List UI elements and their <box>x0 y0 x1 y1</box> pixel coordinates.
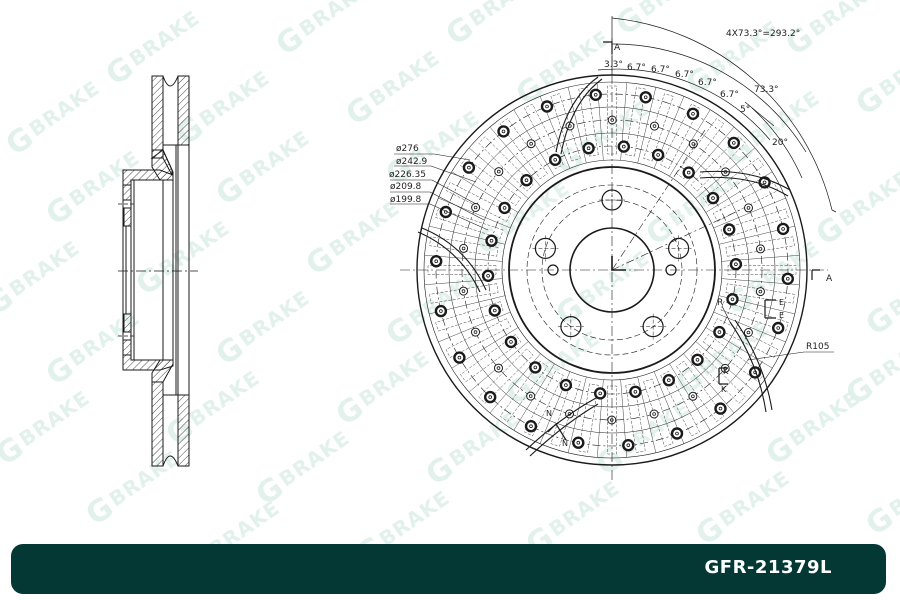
drill-hole <box>484 390 497 404</box>
angle-step-3: 6.7° <box>675 70 694 80</box>
drill-hole <box>430 255 443 268</box>
angle-step-5: 6.7° <box>720 90 739 100</box>
front-view <box>390 16 837 480</box>
drill-hole <box>524 420 538 433</box>
drill-hole <box>485 234 498 247</box>
angle-step-1: 6.7° <box>627 63 646 73</box>
drill-hole <box>670 427 684 440</box>
side-section-view <box>118 75 198 467</box>
drill-hole <box>755 287 765 297</box>
drill-hole <box>723 223 736 236</box>
drill-hole <box>589 88 602 102</box>
drill-hole <box>526 139 536 149</box>
angle-step-4: 6.7° <box>698 78 717 88</box>
drill-hole <box>776 222 790 236</box>
drill-hole <box>494 167 504 177</box>
r-label: R <box>717 298 723 308</box>
drill-hole <box>459 243 469 253</box>
detail-e-1: E <box>779 298 784 307</box>
drill-hole <box>540 100 554 113</box>
angle-step-0: 3.3° <box>604 60 623 70</box>
drill-hole <box>748 366 762 379</box>
drill-hole <box>462 161 476 174</box>
drill-hole <box>582 141 595 155</box>
curved-slots <box>417 76 791 457</box>
radius-label: R105 <box>806 342 829 352</box>
drill-hole <box>650 121 659 131</box>
angle-segment: 73.3° <box>754 85 779 95</box>
drill-hole <box>727 136 740 150</box>
drill-hole <box>629 385 642 398</box>
drill-hole <box>726 293 739 306</box>
drill-hole <box>651 148 665 162</box>
detail-n-1: N <box>546 409 552 418</box>
drill-hole <box>744 203 753 213</box>
drill-hole <box>662 374 675 387</box>
diameter-209-8: ø209.8 <box>390 182 422 192</box>
drill-hole <box>622 439 635 452</box>
footer-bar: GFR-21379L <box>11 544 886 594</box>
drill-hole <box>682 166 695 179</box>
angle-slot: 20° <box>772 138 788 148</box>
drill-hole <box>649 409 659 419</box>
drill-hole <box>781 272 794 285</box>
drill-hole <box>481 269 495 282</box>
dimension-labels: ø276 ø242.9 ø226.35 ø209.8 ø199.8 4X73.3… <box>389 29 833 448</box>
detail-e-2: E <box>779 311 784 320</box>
diameter-276: ø276 <box>396 144 419 154</box>
drill-hole <box>504 335 518 349</box>
drill-hole <box>772 321 785 335</box>
section-a-right: A <box>826 274 833 284</box>
drill-hole <box>639 91 652 104</box>
diameter-199-8: ø199.8 <box>390 195 422 205</box>
detail-k-2: K <box>721 385 727 394</box>
drill-hole <box>713 325 726 339</box>
drill-hole <box>439 205 452 219</box>
drill-hole <box>494 363 503 373</box>
drill-hole <box>520 173 533 187</box>
drill-hole <box>688 391 698 401</box>
drill-hole <box>488 304 501 317</box>
drill-hole <box>453 351 466 364</box>
drill-hole <box>594 387 607 400</box>
drill-hole <box>617 140 630 153</box>
drill-hole <box>471 203 481 212</box>
drill-hole <box>714 402 727 415</box>
drill-hole <box>706 191 720 205</box>
drill-hole <box>498 201 511 215</box>
drill-hole <box>743 328 753 337</box>
drill-hole <box>729 258 743 271</box>
drill-hole <box>756 244 765 254</box>
angle-step-6: 5° <box>740 105 750 115</box>
drill-hole <box>686 107 700 121</box>
drill-hole <box>559 378 573 392</box>
angle-step-2: 6.7° <box>651 65 670 75</box>
drill-hole <box>471 327 480 337</box>
angle-total: 4X73.3°=293.2° <box>726 29 800 39</box>
diameter-226-35: ø226.35 <box>389 170 426 180</box>
part-number: GFR-21379L <box>704 557 832 578</box>
drill-hole <box>497 125 510 138</box>
drill-hole <box>549 153 562 167</box>
detail-n-2: N <box>562 439 568 448</box>
detail-k-1: K <box>723 367 729 376</box>
drill-hole <box>572 436 585 449</box>
drill-hole <box>526 391 536 401</box>
drill-hole <box>459 286 468 296</box>
diameter-242-9: ø242.9 <box>396 157 428 167</box>
section-a-top: A <box>614 43 621 53</box>
drill-hole <box>434 304 448 318</box>
drill-hole <box>529 361 542 374</box>
drill-hole <box>691 353 704 366</box>
